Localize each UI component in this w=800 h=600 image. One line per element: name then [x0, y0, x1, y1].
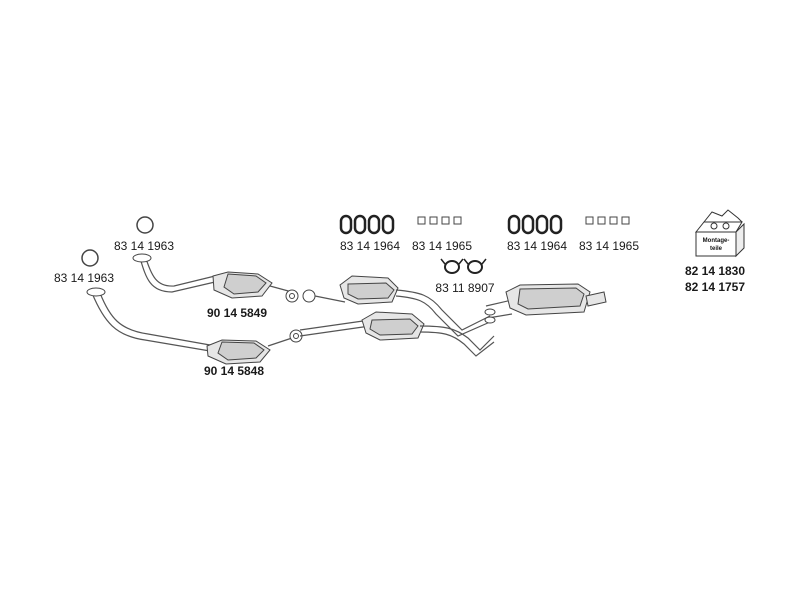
label-catalyst-upper: 90 14 5849 [207, 306, 267, 320]
catalyst-upper-icon [212, 271, 299, 303]
front-pipe-upper [132, 253, 216, 293]
middle-silencer-lower [299, 311, 495, 357]
kit-box-label-1: Montage- [703, 238, 730, 244]
middle-silencer-upper [302, 275, 491, 337]
label-gasket-left: 83 14 1963 [54, 271, 114, 285]
clips-rear-icon [585, 216, 630, 225]
label-hangers-front: 83 14 1964 [340, 239, 400, 253]
front-pipe-lower [86, 287, 211, 352]
label-kit-2: 82 14 1757 [685, 280, 745, 294]
clamps-icon [440, 258, 487, 274]
label-clamps: 83 11 8907 [435, 281, 494, 295]
label-hangers-rear: 83 14 1964 [507, 239, 567, 253]
gasket-left-icon [81, 249, 99, 267]
clips-front-icon [417, 216, 462, 225]
kit-box-label-2: teile [710, 246, 723, 252]
label-kit-1: 82 14 1830 [685, 264, 745, 278]
label-clips-rear: 83 14 1965 [579, 239, 639, 253]
label-catalyst-lower: 90 14 5848 [204, 364, 264, 378]
hangers-rear-icon [507, 214, 563, 235]
label-gasket-top: 83 14 1963 [114, 239, 174, 253]
mounting-kit-icon: Montage- teile [694, 209, 745, 258]
label-clips-front: 83 14 1965 [412, 239, 472, 253]
catalyst-lower-icon [206, 329, 303, 365]
gasket-top-icon [136, 216, 154, 234]
hangers-front-icon [339, 214, 395, 235]
rear-muffler-icon [484, 283, 607, 324]
